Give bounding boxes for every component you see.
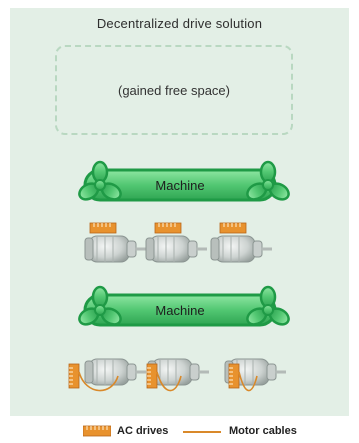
machine-1 bbox=[75, 160, 293, 204]
motor-icon bbox=[84, 235, 147, 263]
motor-cable bbox=[156, 371, 182, 392]
ac-drives-legend-icon bbox=[83, 425, 111, 437]
ac-drive-icon bbox=[219, 222, 247, 234]
machine-1-label: Machine bbox=[155, 178, 205, 193]
motor-cable bbox=[238, 371, 258, 392]
motor-cables-legend-label: Motor cables bbox=[229, 425, 297, 437]
motor-row-1 bbox=[84, 222, 273, 263]
motor-cables-legend-line bbox=[183, 431, 221, 433]
ac-drives-legend-label: AC drives bbox=[117, 425, 169, 437]
free-space-box: (gained free space) bbox=[55, 45, 293, 135]
legend: AC drives Motor cables bbox=[0, 424, 359, 440]
machines-diagram bbox=[68, 160, 293, 392]
motor-cable bbox=[78, 371, 119, 392]
diagram-title: Decentralized drive solution bbox=[96, 16, 263, 31]
motor-icon bbox=[210, 235, 273, 263]
ac-drive-icon bbox=[154, 222, 182, 234]
ac-drive-icon bbox=[228, 363, 240, 389]
free-space-label: (gained free space) bbox=[117, 83, 230, 98]
ac-drive-icon bbox=[89, 222, 117, 234]
machine-2 bbox=[75, 285, 293, 329]
ac-drive-icon bbox=[146, 363, 158, 389]
motor-icon bbox=[145, 235, 208, 263]
motor-row-2 bbox=[68, 358, 287, 392]
ac-drive-icon bbox=[68, 363, 80, 389]
machine-2-label: Machine bbox=[155, 303, 205, 318]
